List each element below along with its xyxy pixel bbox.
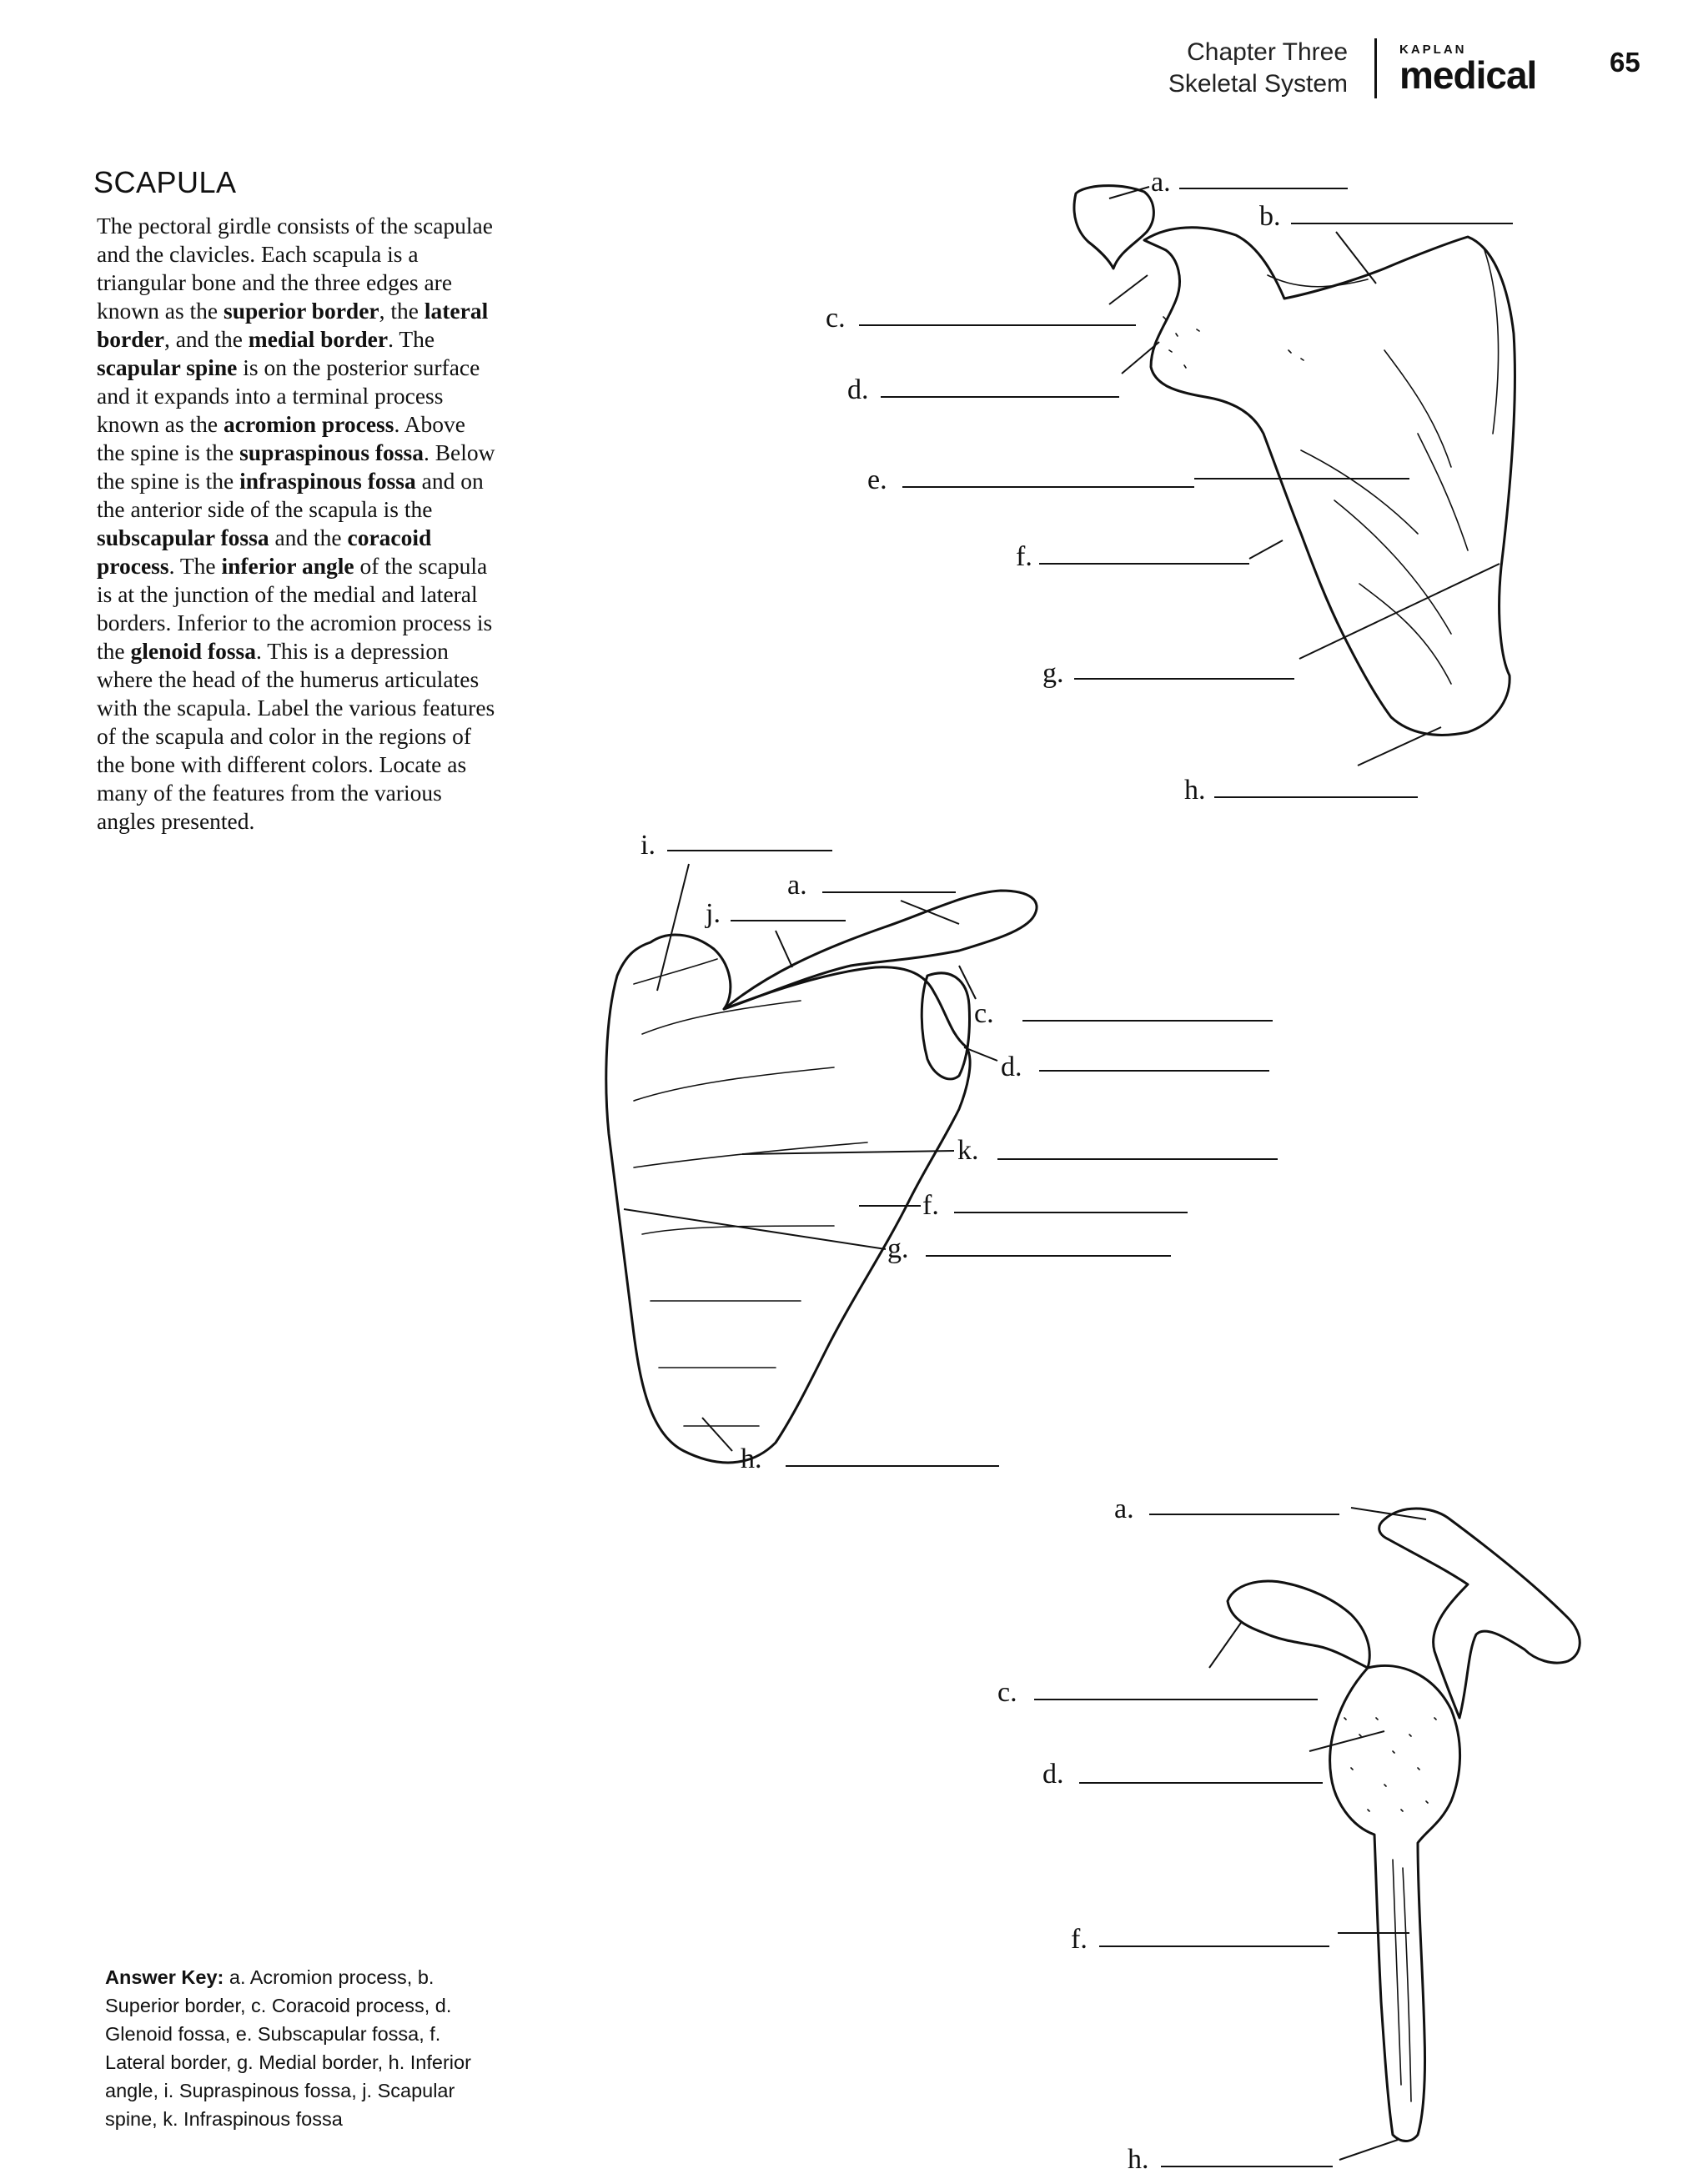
anterior-label-d: d. [847, 374, 869, 405]
lateral-label-c: c. [997, 1677, 1017, 1708]
anterior-leader-c [1109, 275, 1148, 304]
lateral-leader-c [1209, 1623, 1241, 1668]
lateral-label-f: f. [1071, 1924, 1088, 1955]
anterior-leader-b [1336, 232, 1376, 284]
anterior-leader-f [1249, 540, 1283, 559]
posterior-leader-g [624, 1209, 886, 1249]
posterior-label-h: h. [741, 1443, 762, 1474]
anterior-label-c: c. [826, 303, 846, 334]
posterior-leader-h [702, 1418, 732, 1451]
anterior-label-b: b. [1259, 201, 1281, 232]
anterior-leader-g [1299, 564, 1500, 659]
posterior-scapula-drawing [606, 891, 1037, 1463]
anterior-leader-d [1122, 342, 1159, 374]
lateral-label-d: d. [1042, 1759, 1064, 1790]
figure-anterior-view: a. b. c. d. e. f. g. h. [826, 167, 1515, 806]
lateral-label-h: h. [1128, 2144, 1149, 2175]
anterior-leader-h [1358, 727, 1441, 766]
anterior-scapula-drawing [1074, 186, 1515, 736]
posterior-leader-i [657, 864, 689, 991]
posterior-label-g: g. [887, 1233, 909, 1264]
figure-lateral-view: a. c. d. f. h. [997, 1494, 1580, 2175]
posterior-label-f: f. [922, 1190, 939, 1221]
lateral-leader-d [1309, 1731, 1384, 1751]
anterior-label-f: f. [1016, 541, 1032, 572]
lateral-scapula-drawing [1228, 1509, 1580, 2141]
posterior-label-a: a. [787, 870, 807, 901]
posterior-label-j: j. [705, 898, 721, 929]
posterior-label-c: c. [974, 998, 994, 1029]
posterior-label-i: i. [640, 830, 656, 861]
posterior-label-k: k. [957, 1135, 979, 1166]
posterior-label-d: d. [1001, 1052, 1022, 1082]
posterior-leader-j [776, 931, 792, 967]
anterior-label-g: g. [1042, 658, 1064, 689]
figure-posterior-view: i. a. j. c. d. k. f. g. h. [606, 830, 1278, 1474]
posterior-leader-a [901, 901, 959, 924]
lateral-label-a: a. [1114, 1494, 1134, 1524]
anterior-label-a: a. [1151, 167, 1171, 198]
lateral-leader-h [1339, 2140, 1398, 2160]
anterior-label-h: h. [1184, 775, 1206, 806]
anterior-label-e: e. [867, 464, 887, 495]
